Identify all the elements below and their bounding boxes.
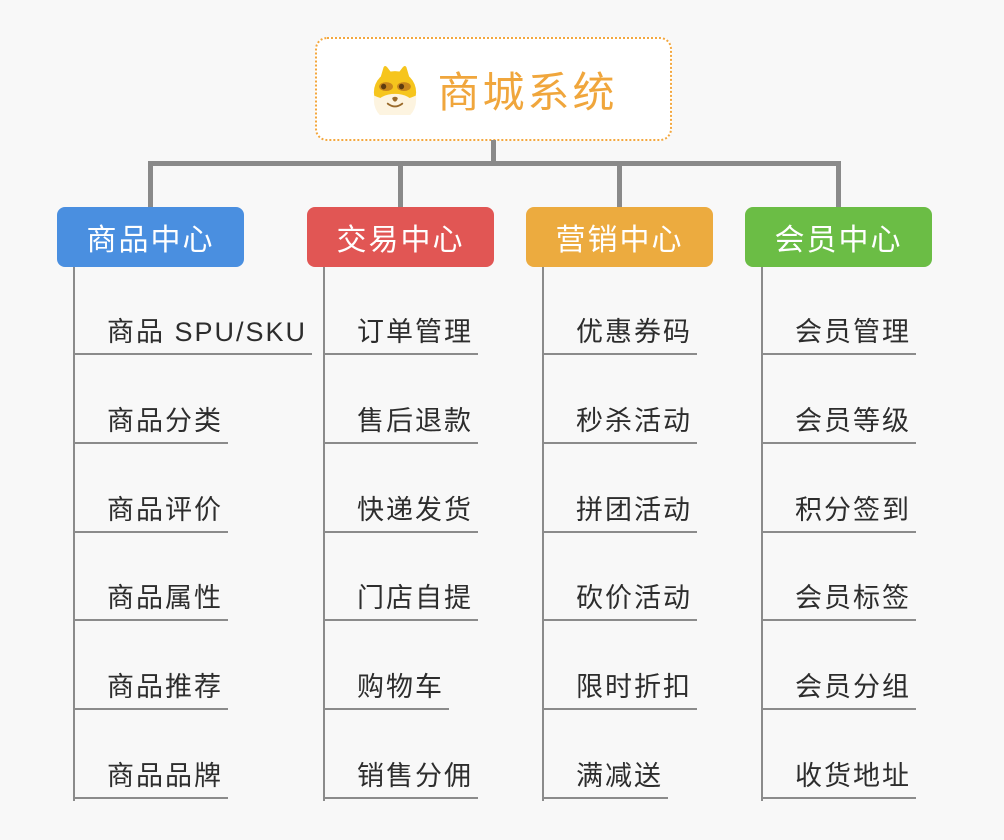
- child-node[interactable]: 订单管理: [323, 316, 478, 355]
- child-node[interactable]: 会员标签: [761, 582, 916, 621]
- child-node[interactable]: 会员等级: [761, 405, 916, 444]
- connector-drop-trade: [398, 161, 403, 207]
- branch-node-marketing[interactable]: 营销中心: [526, 207, 713, 267]
- branch-node-member[interactable]: 会员中心: [745, 207, 932, 267]
- child-node[interactable]: 限时折扣: [542, 671, 697, 710]
- root-title: 商城系统: [437, 68, 618, 116]
- child-node[interactable]: 拼团活动: [542, 494, 697, 533]
- branch-spine-trade: [323, 267, 325, 801]
- connector-drop-marketing: [617, 161, 622, 207]
- child-node[interactable]: 满减送: [542, 760, 668, 799]
- child-node[interactable]: 秒杀活动: [542, 405, 697, 444]
- child-node[interactable]: 商品评价: [73, 494, 228, 533]
- child-node[interactable]: 商品分类: [73, 405, 228, 444]
- child-node[interactable]: 购物车: [323, 671, 449, 710]
- child-node[interactable]: 商品推荐: [73, 671, 228, 710]
- branch-node-product[interactable]: 商品中心: [57, 207, 244, 267]
- root-node[interactable]: 商城系统: [315, 37, 672, 141]
- child-node[interactable]: 优惠券码: [542, 316, 697, 355]
- branch-spine-product: [73, 267, 75, 801]
- branch-member: 会员中心 会员管理 会员等级 积分签到 会员标签 会员分组 收货地址: [745, 207, 1004, 827]
- child-node[interactable]: 商品 SPU/SKU: [73, 316, 313, 355]
- connector-drop-member: [836, 161, 841, 207]
- child-node[interactable]: 商品品牌: [73, 760, 228, 799]
- branch-spine-member: [761, 267, 763, 801]
- branch-marketing: 营销中心 优惠券码 秒杀活动 拼团活动 砍价活动 限时折扣 满减送: [526, 207, 786, 827]
- child-node[interactable]: 积分签到: [761, 494, 916, 533]
- connector-drop-product: [148, 161, 153, 207]
- connector-root-stem: [491, 140, 496, 165]
- child-node[interactable]: 砍价活动: [542, 582, 697, 621]
- child-node[interactable]: 售后退款: [323, 405, 478, 444]
- dog-face-icon: [369, 63, 421, 115]
- branch-product: 商品中心 商品 SPU/SKU 商品分类 商品评价 商品属性 商品推荐 商品品牌: [57, 207, 317, 827]
- child-node[interactable]: 收货地址: [761, 760, 916, 799]
- connector-bus: [148, 161, 841, 166]
- child-node[interactable]: 商品属性: [73, 582, 228, 621]
- branch-node-trade[interactable]: 交易中心: [307, 207, 494, 267]
- child-node[interactable]: 会员管理: [761, 316, 916, 355]
- child-node[interactable]: 销售分佣: [323, 760, 478, 799]
- child-node[interactable]: 会员分组: [761, 671, 916, 710]
- child-node[interactable]: 门店自提: [323, 582, 478, 621]
- branch-trade: 交易中心 订单管理 售后退款 快递发货 门店自提 购物车 销售分佣: [307, 207, 567, 827]
- child-node[interactable]: 快递发货: [323, 494, 478, 533]
- branch-spine-marketing: [542, 267, 544, 801]
